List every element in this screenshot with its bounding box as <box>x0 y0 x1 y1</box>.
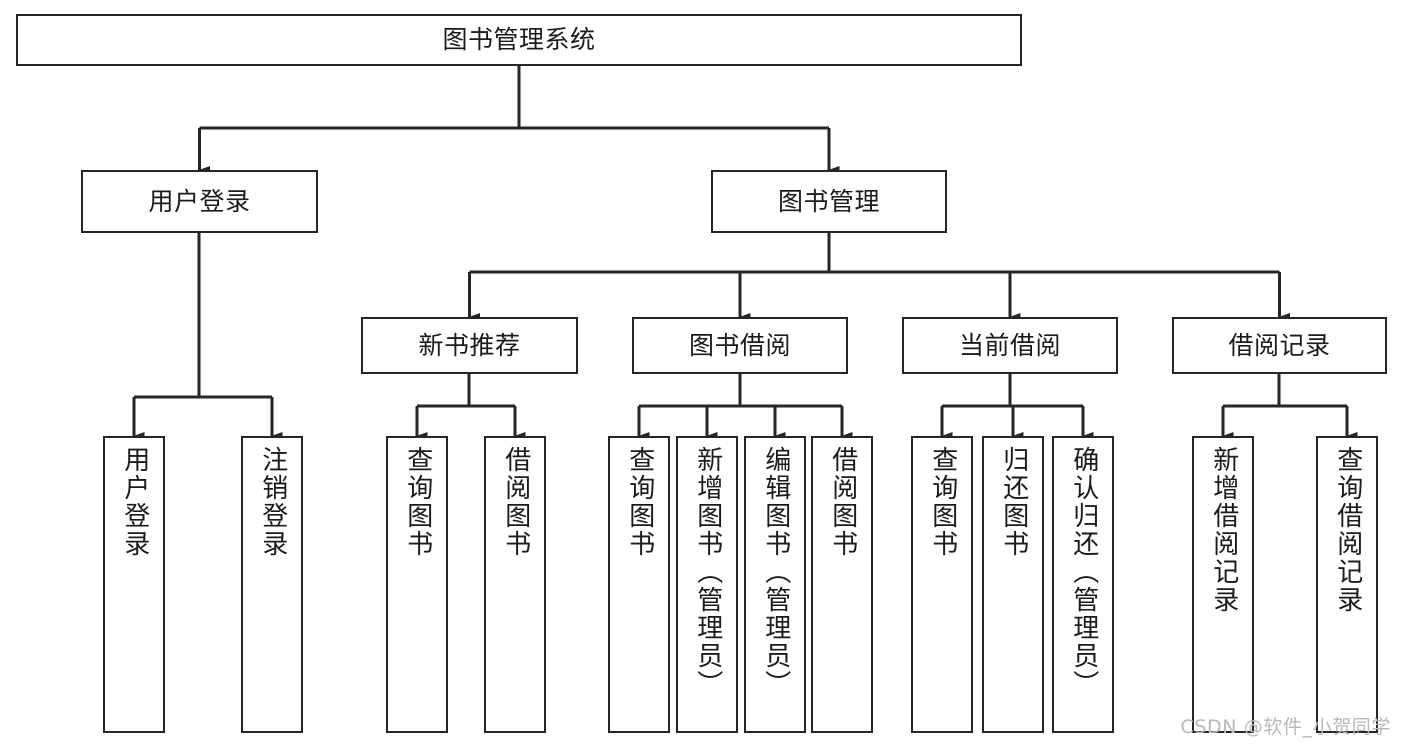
leaf-borrow-book-recommend[interactable]: 借阅图书 <box>484 436 546 733</box>
leaf-query-book-current[interactable]: 查询图书 <box>911 436 973 733</box>
node-root[interactable]: 图书管理系统 <box>16 14 1022 66</box>
leaf-confirm-return-admin[interactable]: 确认归还（管理员） <box>1052 436 1114 733</box>
leaf-query-book-borrow[interactable]: 查询图书 <box>608 436 670 733</box>
leaf-return-book-label: 归还图书 <box>998 446 1029 558</box>
leaf-confirm-return-admin-label: 确认归还（管理员） <box>1068 446 1099 698</box>
node-borrow-record-label: 借阅记录 <box>1228 330 1331 360</box>
leaf-query-book-current-label: 查询图书 <box>927 446 958 558</box>
node-user-login[interactable]: 用户登录 <box>81 170 318 233</box>
leaf-borrow-book-recommend-label: 借阅图书 <box>500 446 531 558</box>
leaf-user-login-label: 用户登录 <box>119 446 150 558</box>
node-root-label: 图书管理系统 <box>442 25 596 55</box>
node-new-book-recommend-label: 新书推荐 <box>418 330 521 360</box>
node-new-book-recommend[interactable]: 新书推荐 <box>361 317 578 374</box>
leaf-borrow-book-label: 借阅图书 <box>827 446 858 558</box>
watermark: CSDN @软件_小贺同学 <box>1180 716 1391 738</box>
leaf-edit-book-admin[interactable]: 编辑图书（管理员） <box>744 436 806 733</box>
node-book-manage-label: 图书管理 <box>777 186 880 216</box>
node-book-manage[interactable]: 图书管理 <box>711 170 947 233</box>
leaf-query-book-recommend-label: 查询图书 <box>402 446 433 558</box>
leaf-query-book-borrow-label: 查询图书 <box>624 446 655 558</box>
node-current-borrow-label: 当前借阅 <box>958 330 1061 360</box>
leaf-borrow-book[interactable]: 借阅图书 <box>811 436 873 733</box>
node-borrow-record[interactable]: 借阅记录 <box>1172 317 1387 374</box>
leaf-add-book-admin[interactable]: 新增图书（管理员） <box>676 436 738 733</box>
leaf-add-borrow-record[interactable]: 新增借阅记录 <box>1192 436 1254 733</box>
node-user-login-label: 用户登录 <box>148 186 251 216</box>
node-book-borrow[interactable]: 图书借阅 <box>632 317 848 374</box>
node-current-borrow[interactable]: 当前借阅 <box>902 317 1118 374</box>
leaf-user-login[interactable]: 用户登录 <box>103 436 165 733</box>
leaf-add-borrow-record-label: 新增借阅记录 <box>1208 446 1239 614</box>
leaf-query-book-recommend[interactable]: 查询图书 <box>386 436 448 733</box>
edge-group <box>132 66 1358 441</box>
leaf-query-borrow-record-label: 查询借阅记录 <box>1332 446 1363 614</box>
leaf-logout-label: 注销登录 <box>257 446 288 558</box>
leaf-logout[interactable]: 注销登录 <box>241 436 303 733</box>
leaf-query-borrow-record[interactable]: 查询借阅记录 <box>1316 436 1378 733</box>
node-book-borrow-label: 图书借阅 <box>688 330 791 360</box>
leaf-return-book[interactable]: 归还图书 <box>982 436 1044 733</box>
leaf-add-book-admin-label: 新增图书（管理员） <box>692 446 723 698</box>
leaf-edit-book-admin-label: 编辑图书（管理员） <box>760 446 791 698</box>
